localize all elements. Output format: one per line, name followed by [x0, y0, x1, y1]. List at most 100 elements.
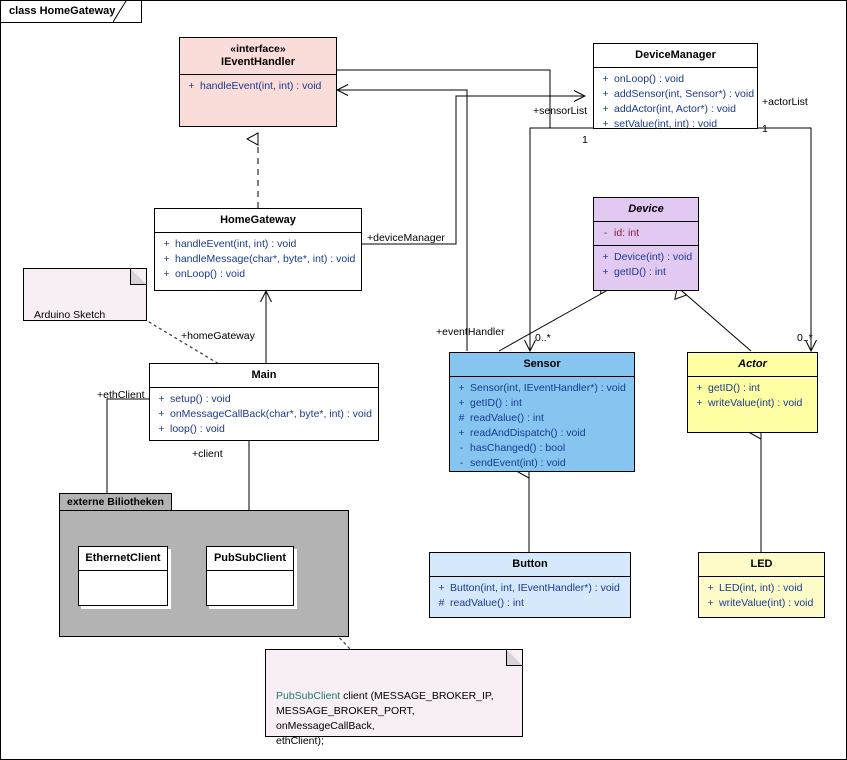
class-member: - sendEvent(int) : void — [453, 456, 631, 471]
class-devicemanager[interactable]: DeviceManager + onLoop() : void + addSen… — [593, 43, 758, 130]
class-actor[interactable]: Actor + getID() : int + writeValue(int) … — [687, 352, 818, 433]
class-button-operations: + Button(int, int, IEventHandler*) : voi… — [430, 576, 630, 615]
member-signature: writeValue(int) : void — [719, 597, 814, 609]
note-pubsubclient-declaration[interactable]: PubSubClient client (MESSAGE_BROKER_IP, … — [265, 649, 523, 747]
class-pubsubclient[interactable]: PubSubClient — [206, 546, 294, 606]
member-visibility: + — [602, 73, 609, 85]
member-visibility: + — [602, 118, 609, 130]
class-devicemanager-title: DeviceManager — [594, 44, 757, 67]
class-device[interactable]: Device - id: int + Device(int) : void + … — [593, 197, 699, 291]
class-main-name: Main — [251, 369, 277, 381]
edge-label-sensor-multiplicity: 0..* — [535, 332, 551, 344]
member-signature: getID() : int — [708, 382, 760, 394]
member-visibility: + — [707, 597, 714, 609]
class-main-operations: + setup() : void + onMessageCallBack(cha… — [150, 387, 378, 441]
class-member: + onLoop() : void — [158, 267, 358, 282]
class-pubsubclient-title: PubSubClient — [207, 547, 293, 570]
association-homegateway-devicemanager — [362, 96, 585, 245]
class-member: + onMessageCallBack(char*, byte*, int) :… — [153, 407, 375, 422]
member-signature: onMessageCallBack(char*, byte*, int) : v… — [170, 408, 372, 420]
member-signature: writeValue(int) : void — [708, 397, 803, 409]
member-visibility: + — [458, 382, 465, 394]
class-member: + getID() : int — [691, 381, 814, 396]
diagram-frame-tab: class HomeGateway — [1, 1, 143, 23]
class-ieventhandler[interactable]: «interface» IEventHandler + handleEvent(… — [179, 37, 337, 127]
edge-label-client-role: +client — [192, 448, 223, 460]
edge-label-text: +deviceManager — [367, 232, 445, 244]
member-visibility: + — [438, 582, 445, 594]
frame-label: class HomeGateway — [9, 5, 116, 17]
member-signature: handleEvent(int, int) : void — [200, 80, 322, 92]
member-visibility: + — [602, 251, 609, 263]
member-visibility: + — [163, 253, 170, 265]
class-devicemanager-name: DeviceManager — [635, 49, 716, 61]
association-devicemanager-sensorlist — [530, 127, 593, 351]
note-arduino-text: Arduino Sketch — [34, 309, 106, 321]
member-visibility: + — [458, 427, 465, 439]
member-signature: handleMessage(char*, byte*, int) : void — [175, 253, 356, 265]
class-actor-name: Actor — [738, 358, 767, 370]
edge-label-homegateway-role: +homeGateway — [181, 330, 255, 342]
member-signature: getID() : int — [614, 266, 666, 278]
class-member: # readValue() : int — [433, 596, 627, 611]
class-homegateway-name: HomeGateway — [220, 214, 296, 226]
class-sensor[interactable]: Sensor + Sensor(int, IEventHandler*) : v… — [449, 352, 635, 472]
class-devicemanager-operations: + onLoop() : void + addSensor(int, Senso… — [594, 67, 757, 136]
member-visibility: - — [459, 457, 464, 469]
class-button-title: Button — [430, 553, 630, 576]
edge-label-text: +actorList — [762, 96, 808, 108]
class-led-name: LED — [750, 558, 773, 570]
class-pubsubclient-operations — [207, 570, 293, 607]
generalization-sensor-device — [498, 291, 606, 352]
edge-label-actorlist-role: +actorList — [762, 96, 808, 108]
member-visibility: + — [188, 80, 195, 92]
class-homegateway-operations: + handleEvent(int, int) : void + handleM… — [155, 232, 361, 286]
edge-label-text: +client — [192, 448, 223, 460]
frame-tab-corner — [113, 1, 127, 23]
class-button[interactable]: Button + Button(int, int, IEventHandler*… — [429, 552, 631, 618]
member-signature: addSensor(int, Sensor*) : void — [614, 88, 755, 100]
class-homegateway[interactable]: HomeGateway + handleEvent(int, int) : vo… — [154, 208, 362, 291]
member-signature: setup() : void — [170, 393, 231, 405]
member-visibility: + — [696, 382, 703, 394]
association-devicemanager-ieventhandler — [337, 70, 551, 128]
class-sensor-operations: + Sensor(int, IEventHandler*) : void + g… — [450, 376, 634, 475]
member-visibility: + — [163, 268, 170, 280]
class-ethernetclient[interactable]: EthernetClient — [78, 546, 168, 606]
member-visibility: + — [163, 238, 170, 250]
class-member: + Device(int) : void — [597, 250, 695, 265]
edge-label-text: +eventHandler — [436, 326, 505, 338]
class-ieventhandler-title: «interface» IEventHandler — [180, 38, 336, 74]
note-pubsub-rest: client (MESSAGE_BROKER_IP, MESSAGE_BROKE… — [276, 690, 494, 747]
member-signature: setValue(int, int) : void — [614, 118, 718, 130]
class-main[interactable]: Main + setup() : void + onMessageCallBac… — [149, 363, 379, 441]
class-ethernetclient-name: EthernetClient — [85, 552, 161, 564]
class-member: - id: int — [597, 226, 695, 241]
class-member: + Button(int, int, IEventHandler*) : voi… — [433, 581, 627, 596]
member-visibility: + — [158, 408, 165, 420]
member-visibility: + — [158, 423, 165, 435]
note-arduino-sketch[interactable]: Arduino Sketch — [23, 268, 147, 321]
edge-label-text: 1 — [762, 123, 768, 135]
edge-label-sensorlist-role: +sensorList — [533, 105, 587, 117]
note-fold-icon — [130, 268, 147, 285]
member-signature: LED(int, int) : void — [719, 582, 803, 594]
member-visibility: + — [602, 88, 609, 100]
class-device-name: Device — [628, 203, 664, 215]
class-member: + LED(int, int) : void — [702, 581, 821, 596]
member-visibility: - — [459, 442, 464, 454]
class-ieventhandler-name: IEventHandler — [221, 56, 295, 68]
class-member: + addActor(int, Actor*) : void — [597, 102, 754, 117]
edge-label-text: +ethClient — [97, 389, 145, 401]
edge-label-eventhandler-role: +eventHandler — [436, 326, 505, 338]
class-sensor-name: Sensor — [523, 358, 561, 370]
member-signature: readValue() : int — [450, 597, 524, 609]
class-member: + handleMessage(char*, byte*, int) : voi… — [158, 252, 358, 267]
edge-label-actorlist-multiplicity: 1 — [762, 123, 768, 135]
class-sensor-title: Sensor — [450, 353, 634, 376]
class-member: + getID() : int — [453, 396, 631, 411]
edge-label-text: +sensorList — [533, 105, 587, 117]
class-ethernetclient-title: EthernetClient — [79, 547, 167, 570]
class-led[interactable]: LED + LED(int, int) : void + writeValue(… — [698, 552, 825, 618]
